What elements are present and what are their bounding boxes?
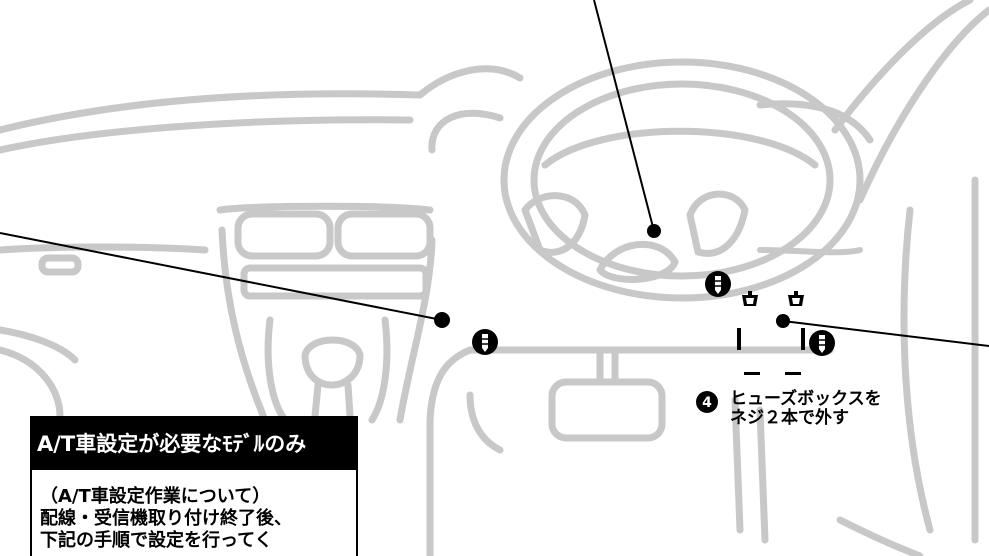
- at-setting-note-box: A/T車設定が必要なﾓﾃﾞﾙのみ （A/T車設定作業について） 配線・受信機取り…: [30, 416, 358, 556]
- steering-wheel-rim: [500, 58, 864, 302]
- steering-hub-left: [521, 192, 589, 256]
- meter-hood-inner: [428, 109, 504, 154]
- screw-icon: [472, 329, 498, 355]
- clip-icon: [788, 291, 804, 306]
- fusebox-mark-bottom-left: [744, 372, 760, 375]
- lower-panel-bottom: [466, 391, 504, 454]
- meter-hood: [416, 65, 524, 99]
- audio-panel: [240, 264, 430, 300]
- bracket-stem: [596, 346, 619, 384]
- steering-wheel-inner: [530, 80, 834, 280]
- note-box-title: A/T車設定が必要なﾓﾃﾞﾙのみ: [32, 418, 356, 470]
- glovebox-line: [0, 346, 64, 420]
- door-line-right: [900, 206, 934, 534]
- bracket-pad: [548, 378, 666, 442]
- note-line-1: （A/T車設定作業について）: [40, 486, 271, 507]
- dash-top-line-left-2: [0, 116, 414, 154]
- steering-hub-bottom: [596, 240, 679, 283]
- instruction-line-2: ネジ２本で外す: [730, 408, 849, 428]
- center-console-left: [218, 226, 269, 424]
- steering-spoke-top: [541, 127, 819, 169]
- leader-dot-right: [776, 314, 790, 328]
- leader-dot-top: [647, 224, 661, 238]
- screw-icon: [809, 330, 835, 356]
- left-vent: [38, 254, 82, 276]
- leader-line-right: [782, 320, 989, 347]
- shift-boot: [311, 381, 354, 420]
- note-line-2: 配線・受信機取り付け終了後、: [40, 508, 292, 529]
- center-vent-right: [334, 210, 434, 260]
- note-line-3: 下記の手順で設定を行ってく: [40, 530, 273, 551]
- console-inner-left: [264, 316, 289, 424]
- svg-text:4: 4: [702, 395, 712, 411]
- steering-hub-right: [686, 190, 749, 257]
- fusebox-mark-bottom-right: [785, 372, 801, 375]
- fusebox-instruction-text: ヒューズボックスを ネジ２本で外す: [730, 390, 882, 428]
- lower-panel-left-curve: [426, 346, 474, 556]
- dash-right-lower: [757, 247, 863, 256]
- leader-dot-left: [434, 312, 450, 328]
- floor-line: [836, 516, 924, 556]
- dash-top-line-left: [0, 90, 424, 134]
- fusebox-mark-right: [801, 328, 805, 350]
- a-pillar-right: [831, 0, 974, 134]
- leader-line-left: [0, 232, 443, 321]
- center-vent-left: [234, 210, 334, 260]
- leader-line-top: [593, 0, 655, 232]
- console-inner-right: [368, 316, 391, 424]
- center-console-top: [216, 202, 434, 214]
- column-line: [731, 396, 769, 544]
- a-pillar-right-2: [856, 6, 989, 204]
- screw-icon: [705, 271, 731, 297]
- clip-icon: [742, 291, 758, 306]
- step-number-icon: 4: [696, 391, 718, 413]
- shift-knob: [301, 336, 364, 389]
- note-box-body: （A/T車設定作業について） 配線・受信機取り付け終了後、 下記の手順で設定を行…: [40, 486, 292, 552]
- left-dash-lower: [0, 243, 209, 254]
- fusebox-mark-left: [737, 328, 741, 350]
- left-dash-lower-2: [0, 326, 79, 364]
- instruction-line-1: ヒューズボックスを: [730, 389, 882, 409]
- center-console-right: [396, 236, 436, 424]
